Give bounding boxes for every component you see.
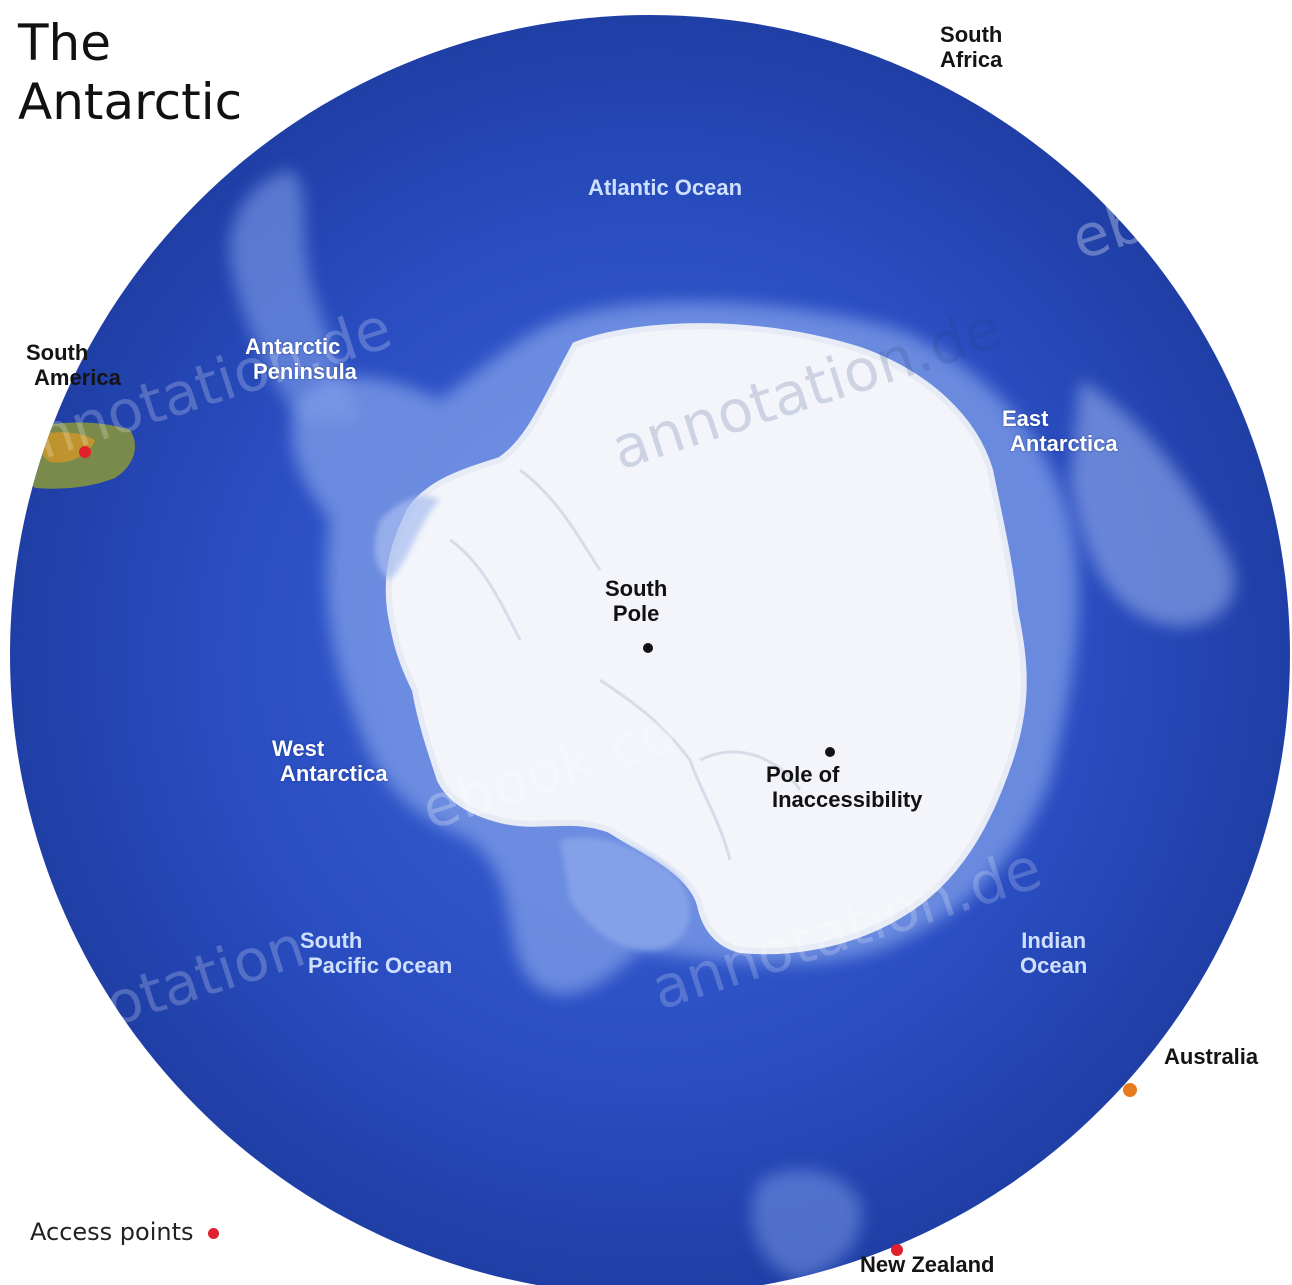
label-south-africa-line2: Africa — [940, 47, 1003, 73]
label-pole-of-inaccessibility-line2: Inaccessibility — [772, 787, 923, 813]
label-south-pole: South Pole — [605, 576, 667, 627]
new-zealand-shelf — [752, 1169, 862, 1280]
ice-shelf-area-2 — [374, 496, 440, 580]
east-shelf — [1070, 380, 1235, 627]
label-east-antarctica-line2: Antarctica — [1010, 431, 1118, 457]
ice-ridges — [449, 468, 802, 861]
label-atlantic-ocean-text: Atlantic Ocean — [588, 175, 743, 200]
label-south-pole-line1: South — [605, 576, 668, 601]
label-west-antarctica-line1: West — [272, 736, 325, 761]
label-new-zealand-text: New Zealand — [860, 1252, 995, 1277]
label-east-antarctica-line1: East — [1002, 406, 1049, 431]
label-pole-of-inaccessibility: Pole of Inaccessibility — [766, 762, 922, 813]
label-south-africa-line1: South — [940, 22, 1003, 47]
label-indian-ocean: Indian Ocean — [1020, 928, 1087, 979]
map-title-line2: Antarctic — [18, 73, 243, 131]
label-south-america: South America — [26, 340, 121, 391]
label-east-antarctica: East Antarctica — [1002, 406, 1118, 457]
label-south-pacific-ocean-line1: South — [300, 928, 363, 953]
label-west-antarctica: West Antarctica — [272, 736, 388, 787]
label-pole-of-inaccessibility-line1: Pole of — [766, 762, 840, 787]
access-point-new-zealand — [891, 1244, 903, 1256]
south-pole-marker — [643, 643, 653, 653]
map-title: The Antarctic — [18, 14, 242, 132]
label-south-america-line2: America — [34, 365, 121, 391]
label-antarctic-peninsula-line1: Antarctic — [245, 334, 341, 359]
map-title-line1: The — [18, 14, 111, 72]
label-indian-ocean-line1: Indian — [1021, 928, 1087, 953]
watermark-5: ebook.co — [1063, 127, 1292, 273]
label-south-pole-line2: Pole — [612, 601, 660, 627]
label-australia-text: Australia — [1164, 1044, 1259, 1069]
label-indian-ocean-line2: Ocean — [1020, 953, 1088, 979]
label-west-antarctica-line2: Antarctica — [280, 761, 388, 787]
label-new-zealand: New Zealand — [860, 1252, 994, 1277]
access-point-australia — [1123, 1083, 1137, 1097]
label-australia: Australia — [1164, 1044, 1258, 1069]
map-legend: Access points — [30, 1218, 219, 1246]
label-south-america-line1: South — [26, 340, 89, 365]
access-point-south-america — [79, 446, 91, 458]
label-south-pacific-ocean: South Pacific Ocean — [300, 928, 452, 979]
label-antarctic-peninsula: Antarctic Peninsula — [245, 334, 357, 385]
label-antarctic-peninsula-line2: Peninsula — [253, 359, 357, 385]
ice-shelf-area — [560, 837, 691, 951]
label-south-africa: South Africa — [940, 22, 1002, 73]
label-south-pacific-ocean-line2: Pacific Ocean — [308, 953, 453, 979]
pole-of-inaccessibility-marker — [825, 747, 835, 757]
legend-access-point-dot — [207, 1227, 219, 1239]
peninsula-shelf — [229, 170, 360, 420]
legend-access-points-label: Access points — [30, 1218, 194, 1246]
label-atlantic-ocean: Atlantic Ocean — [588, 175, 742, 200]
